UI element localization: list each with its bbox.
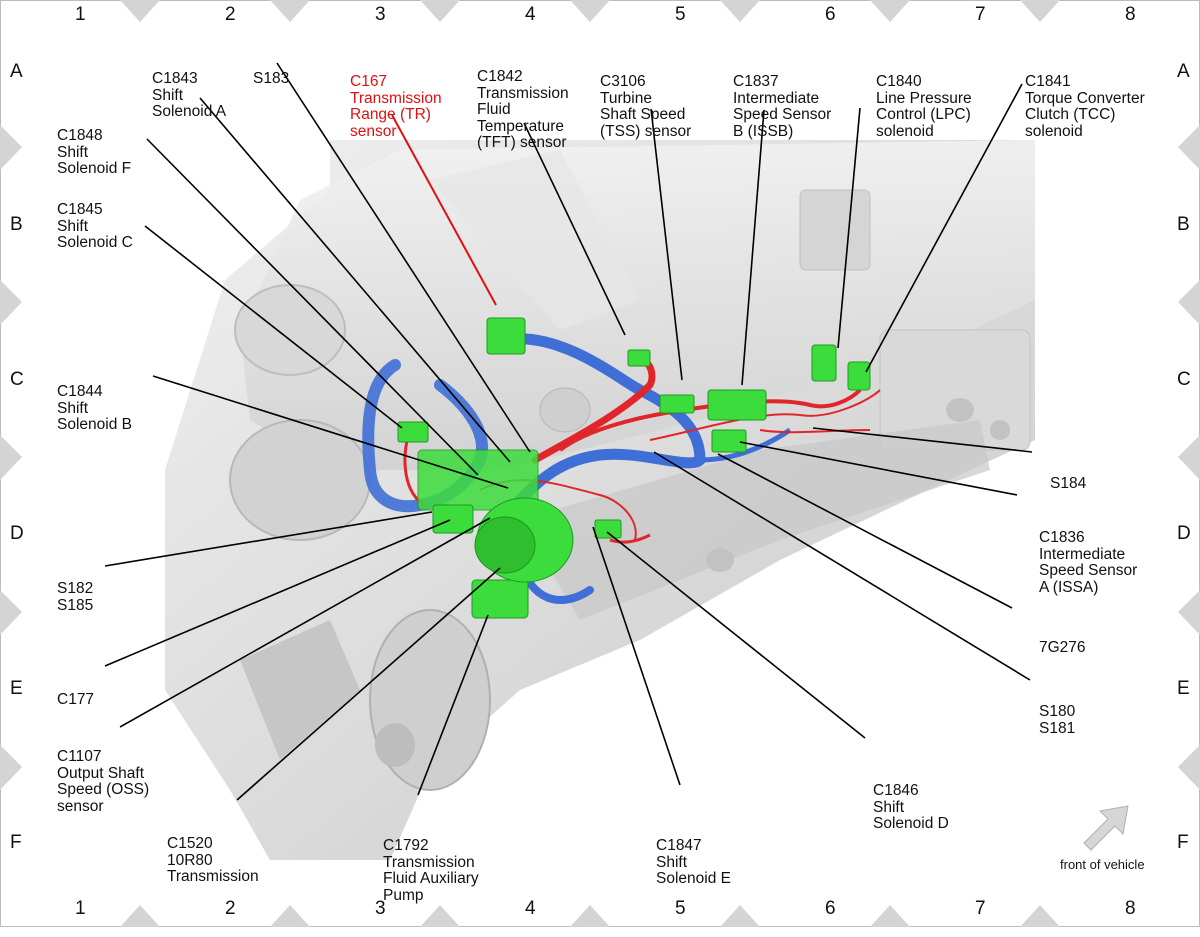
- grid-col-bottom-5: 5: [675, 898, 686, 919]
- grid-col-bottom-1: 1: [75, 898, 86, 919]
- label-7g276: 7G276: [1039, 639, 1086, 656]
- grid-row-right-e: E: [1177, 678, 1190, 699]
- grid-col-top-7: 7: [975, 4, 986, 25]
- grid-row-right-c: C: [1177, 369, 1191, 390]
- grid-col-bottom-7: 7: [975, 898, 986, 919]
- grid-row-left-f: F: [10, 832, 22, 853]
- grid-row-left-d: D: [10, 523, 24, 544]
- grid-col-bottom-2: 2: [225, 898, 236, 919]
- grid-col-top-3: 3: [375, 4, 386, 25]
- label-s183: S183: [253, 70, 290, 87]
- label-s184: S184: [1050, 475, 1087, 492]
- grid-row-right-d: D: [1177, 523, 1191, 544]
- grid-col-top-8: 8: [1125, 4, 1136, 25]
- grid-col-top-1: 1: [75, 4, 86, 25]
- connectors: [397, 317, 871, 619]
- grid-col-bottom-6: 6: [825, 898, 836, 919]
- leader-line-c167: [391, 114, 497, 306]
- grid-col-top-2: 2: [225, 4, 236, 25]
- grid-col-bottom-4: 4: [525, 898, 536, 919]
- grid-row-left-b: B: [10, 214, 23, 235]
- grid-col-top-5: 5: [675, 4, 686, 25]
- arrow-icon: [1083, 805, 1129, 851]
- leader-lines: [104, 62, 1033, 801]
- grid-row-right-f: F: [1177, 832, 1189, 853]
- front-of-vehicle-label: front of vehicle: [1060, 857, 1145, 872]
- grid-col-top-4: 4: [525, 4, 536, 25]
- grid-row-left-a: A: [10, 61, 23, 82]
- grid-row-left-c: C: [10, 369, 24, 390]
- grid-col-top-6: 6: [825, 4, 836, 25]
- grid-row-right-a: A: [1177, 61, 1190, 82]
- grid-col-bottom-8: 8: [1125, 898, 1136, 919]
- label-c177: C177: [57, 691, 95, 708]
- grid-row-right-b: B: [1177, 214, 1190, 235]
- grid-row-left-e: E: [10, 678, 23, 699]
- transmission-body: [165, 140, 1035, 860]
- grid-col-bottom-3: 3: [375, 898, 386, 919]
